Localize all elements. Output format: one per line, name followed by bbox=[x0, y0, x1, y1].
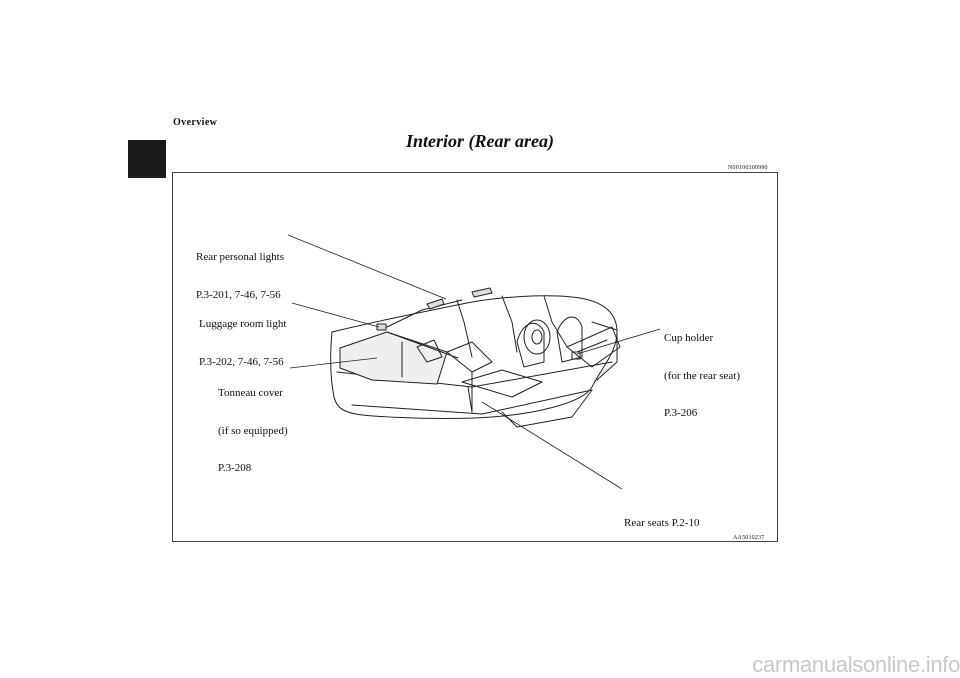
callout-label: Rear seats P.2-10 bbox=[624, 517, 700, 529]
figure-code: AA5010237 bbox=[733, 535, 765, 541]
callout-tonneau-cover: Tonneau cover (if so equipped) P.3-208 bbox=[218, 362, 288, 487]
callout-rear-seats: Rear seats P.2-10 bbox=[624, 492, 699, 542]
callout-page-ref: P.3-202, 7-46, 7-56 bbox=[199, 355, 284, 368]
callout-page-ref: P.3-206 bbox=[664, 407, 698, 419]
callout-label: Luggage room light bbox=[199, 318, 287, 330]
callout-label: Rear personal lights bbox=[196, 251, 284, 263]
figure-frame bbox=[172, 172, 778, 542]
callout-rear-personal-lights: Rear personal lights P.3-201, 7-46, 7-56 bbox=[196, 226, 284, 314]
callout-page-ref: P.3-201, 7-46, 7-56 bbox=[196, 288, 281, 301]
callout-condition: (for the rear seat) bbox=[664, 369, 741, 382]
section-code: N00100300990 bbox=[728, 165, 768, 171]
callout-luggage-room-light: Luggage room light P.3-202, 7-46, 7-56 bbox=[199, 293, 286, 381]
callout-condition: (if so equipped) bbox=[218, 424, 288, 437]
callout-label: Cup holder bbox=[664, 332, 714, 344]
watermark: carmanualsonline.info bbox=[752, 652, 960, 677]
car-interior-illustration bbox=[287, 234, 661, 490]
callout-cup-holder: Cup holder (for the rear seat) P.3-206 bbox=[664, 307, 740, 432]
section-label: Overview bbox=[173, 117, 218, 128]
callout-label: Tonneau cover bbox=[218, 387, 283, 399]
section-tab-marker bbox=[128, 140, 166, 178]
callout-page-ref: P.3-208 bbox=[218, 462, 252, 474]
page-title: Interior (Rear area) bbox=[406, 131, 554, 151]
